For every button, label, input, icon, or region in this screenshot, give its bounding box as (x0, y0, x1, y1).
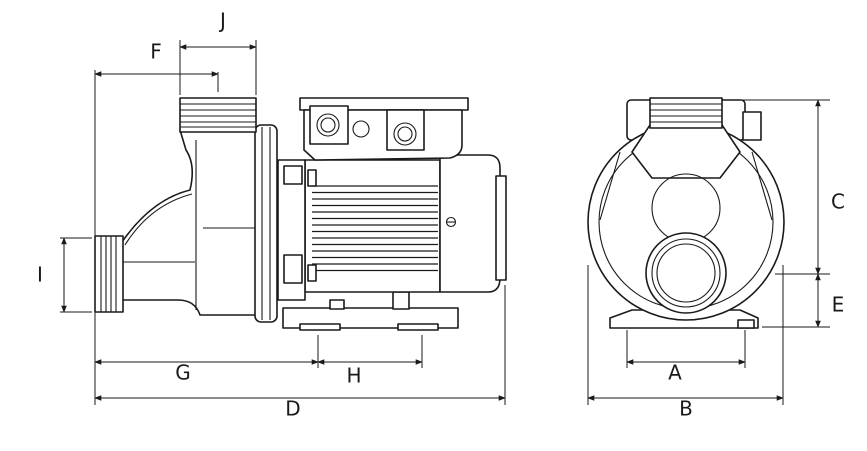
front-inlet-port (645, 232, 727, 314)
label-c: C (831, 190, 845, 214)
terminal-box (299, 97, 469, 161)
label-a: A (668, 361, 682, 385)
housing-flange (254, 124, 278, 323)
inlet-port-side (94, 235, 124, 313)
motor-bracket (277, 159, 306, 301)
front-view (587, 97, 785, 329)
base-feet (282, 291, 459, 331)
motor-body (304, 154, 507, 293)
label-e: E (832, 293, 845, 317)
dimension-lines (60, 40, 830, 405)
side-view (94, 97, 507, 331)
label-f: F (150, 40, 162, 64)
label-j: J (218, 9, 226, 33)
front-outlet-port (649, 97, 723, 129)
label-b: B (679, 397, 693, 421)
label-d: D (285, 397, 300, 421)
dimension-labels: J F I G H D A B C E (37, 9, 845, 421)
pump-housing (119, 129, 263, 316)
outlet-port-side (179, 97, 257, 133)
label-h: H (346, 364, 361, 388)
cooling-fins (312, 185, 438, 272)
label-g: G (175, 361, 191, 385)
label-i: I (37, 263, 43, 287)
